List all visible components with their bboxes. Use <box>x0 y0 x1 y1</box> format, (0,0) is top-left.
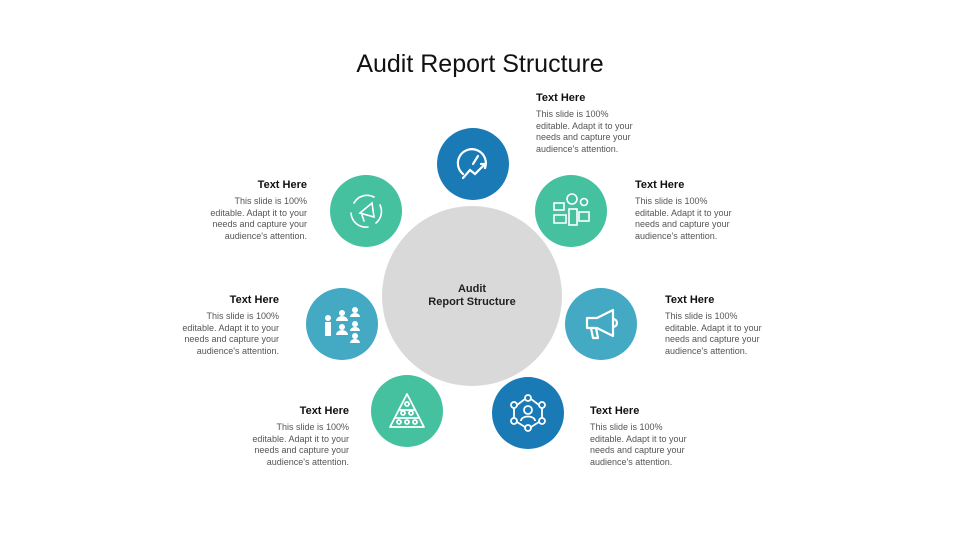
body-line: editable. Adapt it to your <box>210 207 307 218</box>
body-line: This slide is 100% <box>635 196 708 206</box>
heading: Text Here <box>590 405 640 417</box>
body-line: This slide is 100% <box>536 109 609 119</box>
body: This slide is 100%editable. Adapt it to … <box>169 311 279 357</box>
text-block-7: Text Here This slide is 100%editable. Ad… <box>197 179 307 242</box>
text-block-4: Text Here This slide is 100%editable. Ad… <box>590 405 700 468</box>
body-line: editable. Adapt it to your <box>590 433 687 444</box>
body: This slide is 100%editable. Adapt it to … <box>197 196 307 242</box>
body-line: audience's attention. <box>196 345 279 356</box>
body-line: This slide is 100% <box>590 422 663 432</box>
slide-title: Audit Report Structure <box>356 50 604 78</box>
body: This slide is 100%editable. Adapt it to … <box>239 422 349 468</box>
node-network <box>492 377 564 449</box>
text-block-6: Text Here This slide is 100%editable. Ad… <box>169 294 279 357</box>
megaphone-cycle-icon <box>350 194 383 228</box>
heading: Text Here <box>635 179 685 191</box>
body-line: editable. Adapt it to your <box>182 322 279 333</box>
text-block-2: Text Here This slide is 100%editable. Ad… <box>635 179 745 242</box>
body: This slide is 100%editable. Adapt it to … <box>665 311 775 357</box>
body-line: needs and capture your <box>536 132 631 142</box>
body-line: needs and capture your <box>665 334 760 344</box>
node-social-media <box>535 175 607 247</box>
heading: Text Here <box>536 92 586 104</box>
body-line: audience's attention. <box>536 143 619 154</box>
heading: Text Here <box>665 294 715 306</box>
body-line: audience's attention. <box>224 230 307 241</box>
body-line: needs and capture your <box>635 219 730 229</box>
text-block-5: Text Here This slide is 100%editable. Ad… <box>239 405 349 468</box>
body-line: audience's attention. <box>635 230 718 241</box>
body: This slide is 100%editable. Adapt it to … <box>590 422 700 468</box>
body-line: editable. Adapt it to your <box>665 322 762 333</box>
body-line: editable. Adapt it to your <box>635 207 732 218</box>
megaphone-icon <box>585 308 619 340</box>
node-megaphone <box>565 288 637 360</box>
heading: Text Here <box>299 405 349 417</box>
body: This slide is 100%editable. Adapt it to … <box>536 109 646 155</box>
hub-circle: Audit Report Structure <box>382 206 562 386</box>
text-block-1: Text Here This slide is 100%editable. Ad… <box>536 92 646 155</box>
body-line: audience's attention. <box>590 456 673 467</box>
body-line: needs and capture your <box>254 445 349 455</box>
network-user-icon <box>510 394 546 432</box>
social-media-devices-icon <box>553 193 590 226</box>
body-line: audience's attention. <box>665 345 748 356</box>
heading: Text Here <box>257 179 307 191</box>
body: This slide is 100%editable. Adapt it to … <box>635 196 745 242</box>
body-line: This slide is 100% <box>234 196 307 206</box>
body-line: needs and capture your <box>590 445 685 455</box>
body-line: This slide is 100% <box>206 311 279 321</box>
body-line: editable. Adapt it to your <box>536 120 633 131</box>
node-presenter <box>306 288 378 360</box>
text-block-3: Text Here This slide is 100%editable. Ad… <box>665 294 775 357</box>
body-line: audience's attention. <box>266 456 349 467</box>
speedometer-growth-icon <box>456 148 487 180</box>
presenter-audience-icon <box>325 307 360 343</box>
node-megaphone-cycle <box>330 175 402 247</box>
body-line: editable. Adapt it to your <box>252 433 349 444</box>
hub-label: Audit Report Structure <box>382 283 562 309</box>
hub-label-line1: Audit <box>457 283 487 295</box>
people-pyramid-icon <box>389 393 425 428</box>
node-pyramid <box>371 375 443 447</box>
node-speedometer <box>437 128 509 200</box>
heading: Text Here <box>229 294 279 306</box>
body-line: needs and capture your <box>184 334 279 344</box>
hub-label-line2: Report Structure <box>428 296 516 308</box>
body-line: needs and capture your <box>212 219 307 229</box>
body-line: This slide is 100% <box>276 422 349 432</box>
body-line: This slide is 100% <box>665 311 738 321</box>
